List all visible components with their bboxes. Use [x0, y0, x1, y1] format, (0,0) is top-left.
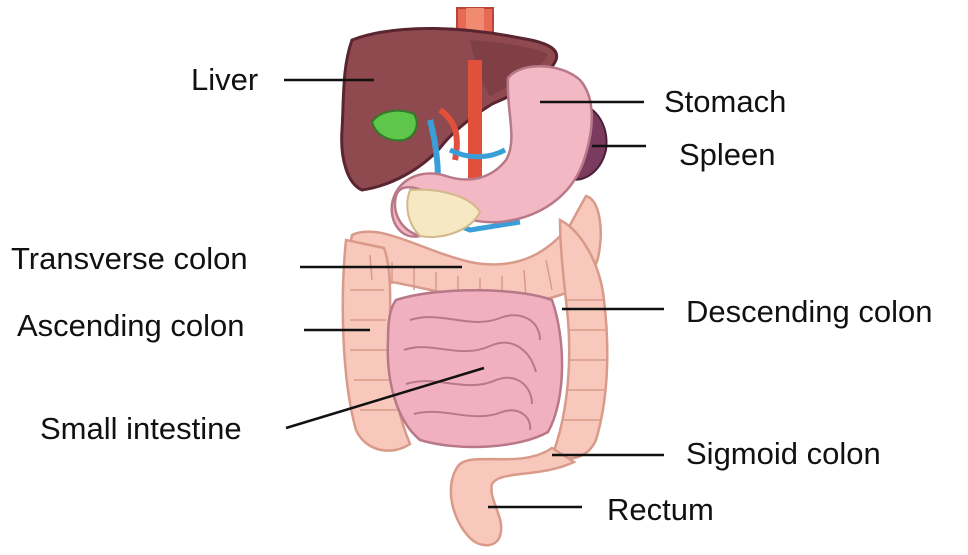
label-stomach: Stomach [664, 86, 786, 117]
label-transverse-colon: Transverse colon [11, 243, 248, 274]
label-sigmoid-colon: Sigmoid colon [686, 438, 881, 469]
label-spleen: Spleen [679, 139, 776, 170]
label-descending-colon: Descending colon [686, 296, 932, 327]
label-liver: Liver [191, 64, 258, 95]
label-small-intestine: Small intestine [40, 413, 242, 444]
sigmoid-rectum-shape [451, 448, 574, 545]
label-rectum: Rectum [607, 494, 714, 525]
label-ascending-colon: Ascending colon [17, 310, 245, 341]
